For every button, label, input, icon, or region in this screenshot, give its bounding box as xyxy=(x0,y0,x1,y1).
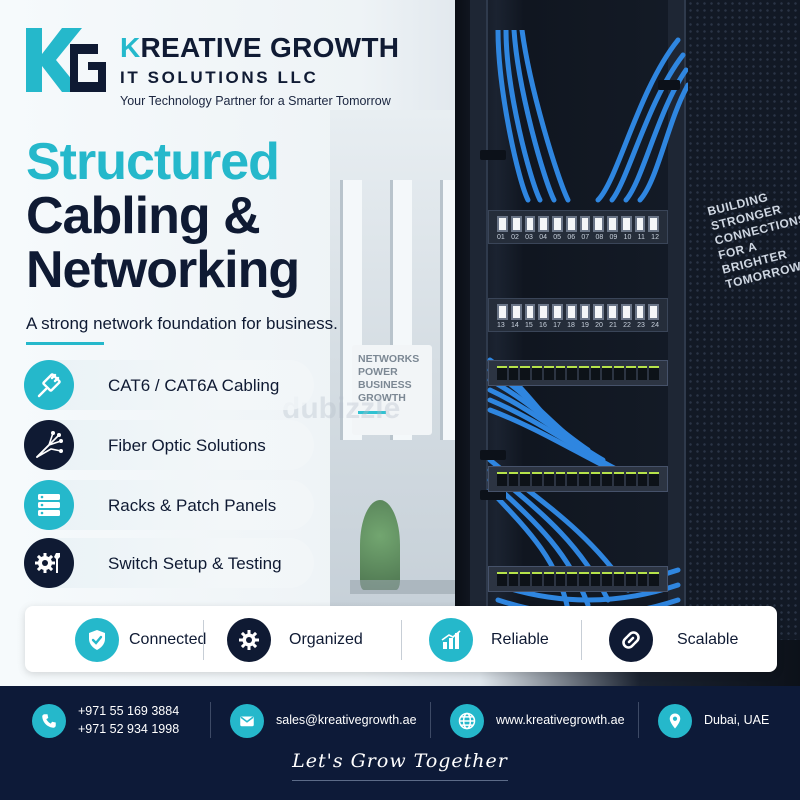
brand-subtitle: IT SOLUTIONS LLC xyxy=(120,68,319,87)
port-number: 11 xyxy=(637,234,645,241)
port-number: 20 xyxy=(595,322,603,329)
headline-line-1: Structured xyxy=(26,133,280,191)
network-switch xyxy=(488,466,668,492)
globe-icon xyxy=(450,704,484,738)
feature-racks-patch-panels: Racks & Patch Panels xyxy=(24,480,314,530)
patch-panel-top: 01 02 03 04 05 06 07 08 09 10 11 12 xyxy=(488,210,668,244)
phone-icon xyxy=(32,704,66,738)
location-text: Dubai, UAE xyxy=(704,713,770,727)
feature-cat6-cabling: CAT6 / CAT6A Cabling xyxy=(24,360,314,410)
gear-wrench-icon xyxy=(24,538,74,588)
brand-tagline: Your Technology Partner for a Smarter To… xyxy=(120,94,391,108)
fiber-optic-icon xyxy=(24,420,74,470)
port-number: 10 xyxy=(623,234,632,241)
feature-label: Fiber Optic Solutions xyxy=(108,436,266,455)
port-number: 24 xyxy=(651,322,659,329)
brand-name-accent: K xyxy=(120,32,141,63)
office-sign-line: GROWTH xyxy=(358,392,406,404)
gear-icon xyxy=(227,618,271,662)
brand-name-rest: REATIVE GROWTH xyxy=(140,32,400,63)
port-number: 05 xyxy=(553,234,562,241)
website-url[interactable]: www.kreativegrowth.ae xyxy=(496,713,625,727)
port-number: 06 xyxy=(567,234,576,241)
badge-label: Connected xyxy=(129,631,207,648)
network-switch xyxy=(488,360,668,386)
bar-chart-icon xyxy=(429,618,473,662)
kg-logo-icon xyxy=(26,28,106,92)
headline-line-3: Networking xyxy=(26,241,300,299)
port-number: 07 xyxy=(581,234,590,241)
plant xyxy=(360,500,400,590)
port-number: 03 xyxy=(525,234,533,241)
map-pin-icon xyxy=(658,704,692,738)
ethernet-plug-icon xyxy=(24,360,74,410)
port-number: 08 xyxy=(595,234,604,241)
port-number: 13 xyxy=(497,322,505,329)
phone-number[interactable]: +971 55 169 3884 xyxy=(78,704,180,718)
port-number: 14 xyxy=(511,322,519,329)
shield-check-icon xyxy=(75,618,119,662)
feature-fiber-optic: Fiber Optic Solutions xyxy=(24,420,314,470)
feature-label: Switch Setup & Testing xyxy=(108,554,282,573)
headline-line-2: Cabling & xyxy=(26,187,261,245)
badge-label: Reliable xyxy=(491,631,549,648)
port-number: 23 xyxy=(637,322,645,329)
port-number: 02 xyxy=(511,234,519,241)
brand-name: KREATIVE GROWTH xyxy=(120,32,399,64)
email-icon xyxy=(230,704,264,738)
divider xyxy=(401,620,402,660)
office-sign-line: POWER xyxy=(358,366,398,378)
port-number: 04 xyxy=(539,234,547,241)
rack-rail xyxy=(668,0,686,640)
badge-label: Organized xyxy=(289,631,363,648)
port-number: 01 xyxy=(497,234,505,241)
values-strip: Connected Organized Reliable xyxy=(25,606,777,672)
divider xyxy=(430,702,431,738)
email-address[interactable]: sales@kreativegrowth.ae xyxy=(276,713,417,727)
feature-label: CAT6 / CAT6A Cabling xyxy=(108,376,280,395)
office-sign-accent xyxy=(358,411,386,414)
badge-label: Scalable xyxy=(677,631,739,648)
network-switch xyxy=(488,566,668,592)
port-number: 16 xyxy=(539,322,547,329)
port-number: 09 xyxy=(609,234,618,241)
port-number: 15 xyxy=(525,322,533,329)
patch-panel-bottom: 13 14 15 16 17 18 19 20 21 22 23 24 xyxy=(488,298,668,332)
rack-door xyxy=(680,0,800,640)
port-number: 18 xyxy=(567,322,575,329)
divider xyxy=(581,620,582,660)
port-number: 21 xyxy=(609,322,617,329)
feature-switch-setup: Switch Setup & Testing xyxy=(24,538,314,588)
port-number: 12 xyxy=(651,234,659,241)
server-rack-icon xyxy=(24,480,74,530)
phone-number[interactable]: +971 52 934 1998 xyxy=(78,722,180,736)
office-sign: NETWORKS POWER BUSINESS GROWTH xyxy=(352,345,432,435)
link-icon xyxy=(609,618,653,662)
divider xyxy=(203,620,204,660)
port-number: 17 xyxy=(553,322,561,329)
contact-footer: +971 55 169 3884 +971 52 934 1998 sales@… xyxy=(0,686,800,800)
port-number: 19 xyxy=(581,322,589,329)
office-sign-line: BUSINESS xyxy=(358,379,412,391)
headline-subtitle: A strong network foundation for business… xyxy=(26,314,338,333)
closing-slogan: Let's Grow Together xyxy=(292,750,508,772)
feature-label: Racks & Patch Panels xyxy=(108,496,277,515)
subtitle-underline xyxy=(26,342,104,345)
divider xyxy=(210,702,211,738)
divider xyxy=(638,702,639,738)
office-sign-line: NETWORKS xyxy=(358,353,420,365)
closing-underline xyxy=(292,780,508,781)
port-number: 22 xyxy=(623,322,631,329)
